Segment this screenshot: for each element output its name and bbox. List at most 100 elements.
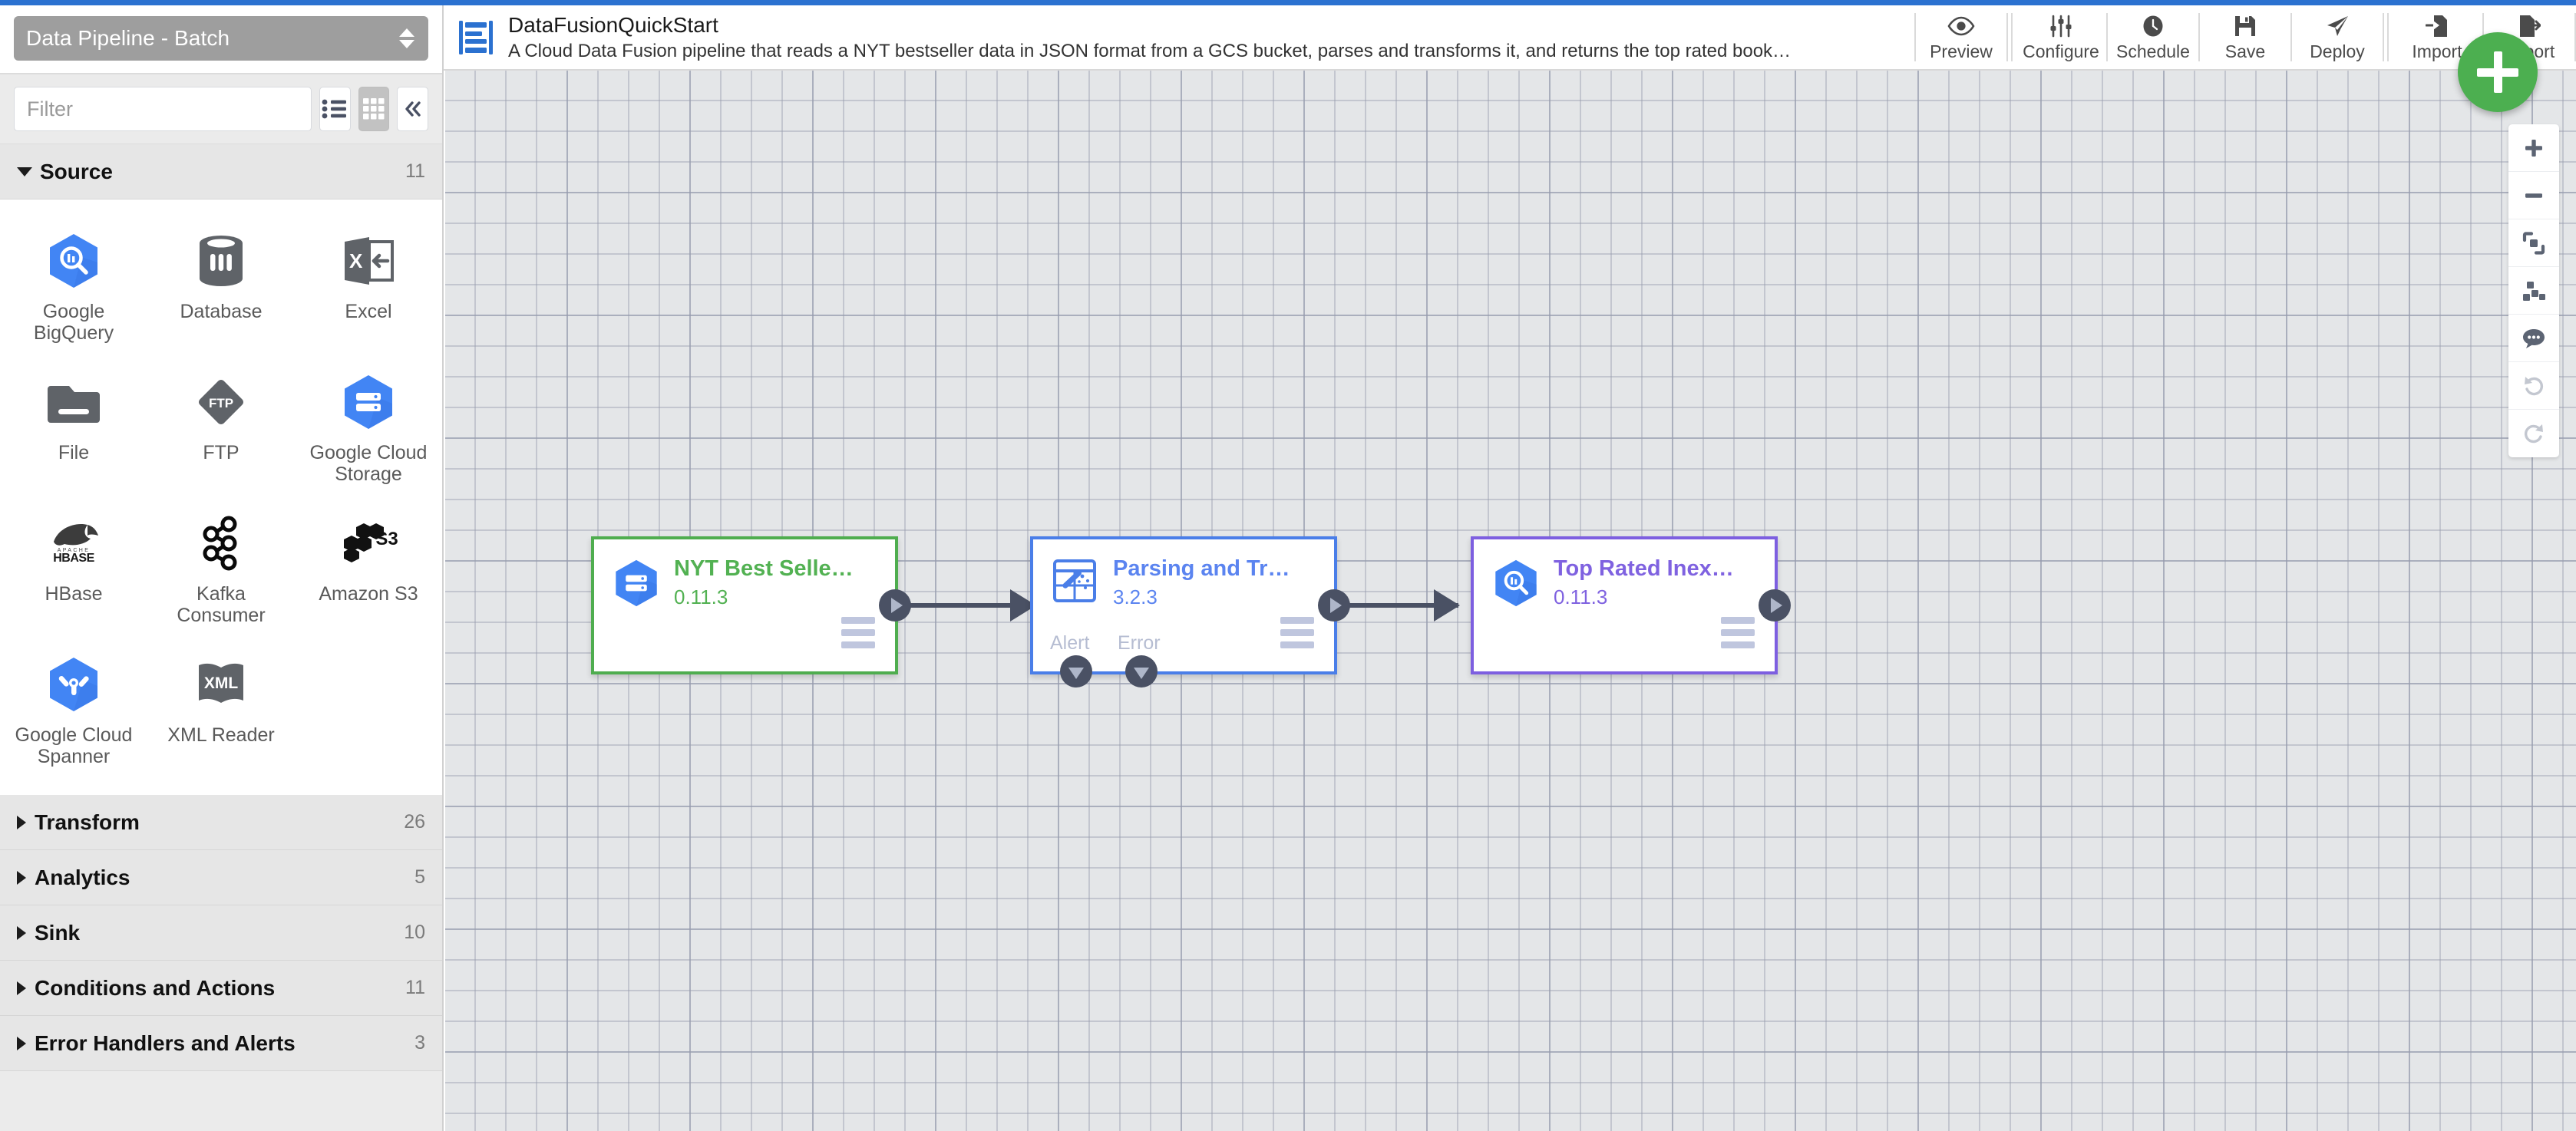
file-folder-icon <box>43 371 104 433</box>
action-label: Deploy <box>2310 41 2365 61</box>
canvas-controls <box>2508 124 2559 457</box>
redo-button[interactable] <box>2508 410 2559 457</box>
node-menu-button[interactable] <box>841 617 875 648</box>
plugin-google-cloud-storage[interactable]: Google Cloud Storage <box>295 367 442 493</box>
source-plugin-panel: Google BigQuery Database <box>0 199 442 795</box>
svg-text:HBASE: HBASE <box>53 552 94 565</box>
plugin-kafka-consumer[interactable]: Kafka Consumer <box>147 508 295 634</box>
eye-icon <box>1947 13 1975 39</box>
import-button[interactable]: Import <box>2392 5 2482 69</box>
caret-right-icon <box>17 1036 26 1050</box>
zoom-out-button[interactable] <box>2508 172 2559 219</box>
node-text-block: Parsing and Tr… 3.2.3 <box>1113 556 1290 609</box>
plugin-ftp[interactable]: FTP FTP <box>147 367 295 493</box>
node-header: NYT Best Selle… 0.11.3 <box>594 539 895 609</box>
group-count: 26 <box>404 811 425 833</box>
error-port-label: Error <box>1118 632 1161 654</box>
chevron-double-left-icon <box>405 101 421 117</box>
plugin-label: Kafka Consumer <box>177 583 266 626</box>
plugin-amazon-s3[interactable]: S3 Amazon S3 <box>295 508 442 634</box>
node-name: Top Rated Inex… <box>1554 556 1734 581</box>
collapsed-groups: Transform 26 Analytics 5 Sink 10 Conditi… <box>0 795 442 1071</box>
node-version: 0.11.3 <box>674 585 728 609</box>
sidebar-group-error-handlers-and-alerts[interactable]: Error Handlers and Alerts 3 <box>0 1016 442 1071</box>
export-icon <box>2518 13 2541 39</box>
plugin-google-cloud-spanner[interactable]: Google Cloud Spanner <box>0 649 147 775</box>
group-label: Error Handlers and Alerts <box>35 1030 296 1055</box>
action-label: Save <box>2224 41 2266 61</box>
node-transform-parsing-and-transform[interactable]: Parsing and Tr… 3.2.3 Alert Error <box>1030 536 1350 688</box>
sidebar-group-analytics[interactable]: Analytics 5 <box>0 850 442 905</box>
plugin-google-bigquery[interactable]: Google BigQuery <box>0 226 147 351</box>
redo-icon <box>2524 424 2543 443</box>
node-output-port[interactable] <box>1318 589 1350 622</box>
node-header: Top Rated Inex… 0.11.3 <box>1474 539 1775 609</box>
fit-to-screen-button[interactable] <box>2508 219 2559 267</box>
plugin-label: FTP <box>203 442 239 463</box>
sidebar-header: Data Pipeline - Batch <box>0 5 442 74</box>
pipeline-logo-icon <box>456 18 496 58</box>
node-output-port[interactable] <box>1759 589 1791 622</box>
node-bottom-ports: Alert Error <box>1033 628 1334 688</box>
plugin-xml-reader[interactable]: XML XML Reader <box>147 649 295 775</box>
align-nodes-button[interactable] <box>2508 267 2559 315</box>
svg-text:X: X <box>349 249 363 272</box>
caret-right-icon <box>17 815 26 829</box>
configure-button[interactable]: Configure <box>2016 5 2106 69</box>
filter-input[interactable] <box>14 87 312 131</box>
preview-button[interactable]: Preview <box>1916 5 2006 69</box>
node-menu-button[interactable] <box>1280 617 1314 648</box>
add-node-fab[interactable] <box>2458 32 2538 112</box>
grid-view-button[interactable] <box>358 87 390 131</box>
database-icon <box>190 230 252 292</box>
pipeline-name: DataFusionQuickStart <box>508 12 718 37</box>
pipeline-header: DataFusionQuickStart A Cloud Data Fusion… <box>444 5 2576 71</box>
bigquery-icon <box>43 230 104 292</box>
hbase-icon: HBASE APACHE <box>43 513 104 574</box>
pipeline-type-select[interactable]: Data Pipeline - Batch <box>14 16 428 61</box>
plugin-database[interactable]: Database <box>147 226 295 351</box>
list-view-button[interactable] <box>319 87 351 131</box>
schedule-button[interactable]: Schedule <box>2108 5 2198 69</box>
plugin-label: Google Cloud Spanner <box>15 724 133 767</box>
sidebar-group-source[interactable]: Source 11 <box>0 144 442 199</box>
node-source-nyt-best-sellers[interactable]: NYT Best Selle… 0.11.3 <box>591 536 911 674</box>
caret-right-icon <box>17 870 26 885</box>
alert-port[interactable] <box>1060 655 1092 688</box>
plugin-label: File <box>58 442 90 463</box>
node-menu-button[interactable] <box>1721 617 1755 648</box>
connection-transform-to-sink[interactable] <box>1336 603 1458 608</box>
undo-button[interactable] <box>2508 362 2559 410</box>
sidebar-group-transform[interactable]: Transform 26 <box>0 795 442 850</box>
save-button[interactable]: Save <box>2200 5 2290 69</box>
error-port[interactable] <box>1125 655 1158 688</box>
pipeline-type-label: Data Pipeline - Batch <box>26 26 230 50</box>
node-name: Parsing and Tr… <box>1113 556 1290 581</box>
plugin-file[interactable]: File <box>0 367 147 493</box>
action-label: Preview <box>1930 41 1993 61</box>
sliders-icon <box>2049 13 2073 39</box>
minus-icon <box>2525 193 2542 198</box>
node-sink-top-rated-inexpensive[interactable]: Top Rated Inex… 0.11.3 <box>1471 536 1791 674</box>
sidebar-group-conditions-and-actions[interactable]: Conditions and Actions 11 <box>0 961 442 1016</box>
svg-text:FTP: FTP <box>209 396 233 411</box>
svg-text:S3: S3 <box>375 529 398 549</box>
plugin-excel[interactable]: X Excel <box>295 226 442 351</box>
caret-right-icon <box>17 981 26 995</box>
comment-button[interactable] <box>2508 315 2559 362</box>
connection-source-to-transform[interactable] <box>897 603 1035 608</box>
pipeline-canvas[interactable]: NYT Best Selle… 0.11.3 <box>445 71 2576 1131</box>
deploy-button[interactable]: Deploy <box>2292 5 2383 69</box>
sidebar-group-sink[interactable]: Sink 10 <box>0 905 442 961</box>
node-output-port[interactable] <box>879 589 911 622</box>
plugin-sidebar: Data Pipeline - Batch <box>0 5 444 1131</box>
svg-text:APACHE: APACHE <box>58 548 91 553</box>
zoom-in-button[interactable] <box>2508 124 2559 172</box>
group-count: 5 <box>414 866 425 888</box>
divider <box>2387 13 2389 61</box>
plugin-hbase[interactable]: HBASE APACHE HBase <box>0 508 147 634</box>
gcs-icon <box>338 371 399 433</box>
collapse-sidebar-button[interactable] <box>397 87 429 131</box>
plugin-label: Google Cloud Storage <box>309 442 428 485</box>
